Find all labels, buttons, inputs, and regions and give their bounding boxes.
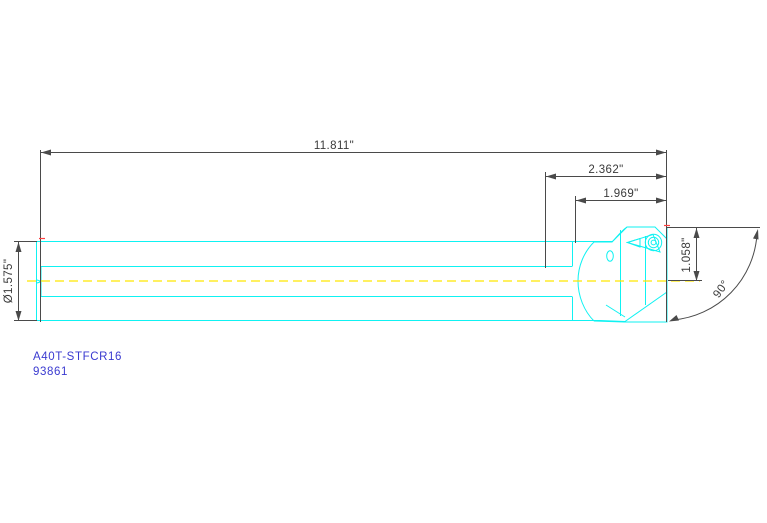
- insert-screw-middle-circle: [647, 236, 660, 249]
- overall-left-arrowhead: [41, 149, 51, 156]
- dimension-head-length-inner: 1.969": [575, 188, 667, 243]
- head-nose-blend: [611, 226, 628, 243]
- diameter-bottom-arrowhead: [15, 311, 22, 321]
- diameter-top-arrowhead: [15, 242, 22, 252]
- bar-diameter-label: Ø1.575": [3, 259, 15, 304]
- angle-arc: [672, 233, 758, 321]
- angle-arc-start-arrowhead: [669, 315, 679, 322]
- head-height-bottom-arrowhead: [693, 271, 700, 281]
- dimension-head-length-outer: 2.362": [545, 164, 667, 268]
- head-lower-cutting-flank: [599, 291, 668, 323]
- angle-arc-end-arrowhead: [753, 229, 759, 240]
- coolant-exit-hole: [606, 250, 614, 262]
- part-identification-block: A40T-STFCR16 93861: [33, 351, 122, 378]
- head-height-label: 1.058": [681, 237, 693, 272]
- head-length-outer-label: 2.362": [588, 164, 623, 176]
- inner-head-left-arrowhead: [576, 197, 586, 204]
- head-transition-arc-lower: [577, 280, 595, 322]
- lead-angle-label: 90°: [711, 278, 731, 300]
- overall-length-label: 11.811": [314, 140, 354, 152]
- head-length-inner-label: 1.969": [603, 188, 638, 200]
- dimension-overall-length: 11.811": [40, 140, 667, 322]
- overall-right-arrowhead: [656, 149, 666, 156]
- dimension-head-height: 1.058": [667, 227, 712, 281]
- inner-head-right-arrowhead: [656, 197, 666, 204]
- drawing-number-label: 93861: [33, 366, 68, 378]
- insert-screw-inner-circle: [650, 239, 657, 246]
- outer-head-right-arrowhead: [656, 173, 666, 180]
- head-lower-cutting-flank-inner: [605, 304, 626, 318]
- outer-head-left-arrowhead: [546, 173, 556, 180]
- head-height-top-arrowhead: [693, 228, 700, 238]
- insert-pocket-nose: [625, 237, 641, 248]
- part-number-label: A40T-STFCR16: [33, 351, 122, 363]
- insert-screw-outer-circle: [644, 233, 663, 252]
- boring-bar-geometry: [36, 226, 668, 323]
- head-transition-arc-upper: [577, 241, 595, 282]
- dimension-bar-diameter: Ø1.575": [3, 241, 37, 321]
